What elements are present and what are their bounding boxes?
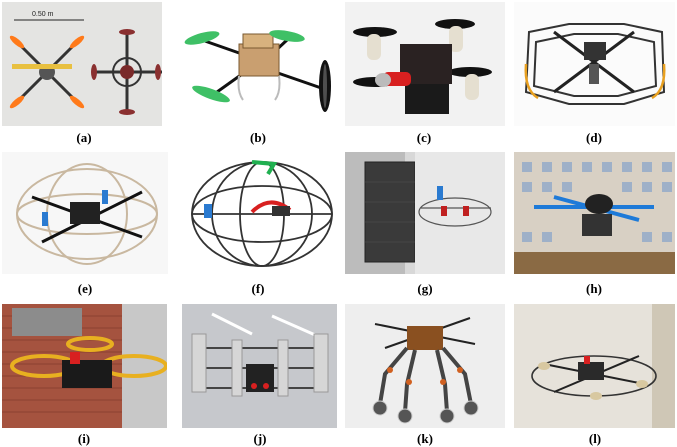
panel-j-caption: (j): [253, 431, 267, 446]
panel-f-caption: (f): [251, 281, 265, 296]
panel-e-photo: [2, 152, 168, 274]
panel-h-photo: [514, 152, 675, 274]
panel-k-caption: (k): [417, 431, 433, 446]
panel-d-caption: (d): [586, 130, 602, 145]
panel-a-photo: 0.50 m: [2, 2, 162, 126]
panel-b-caption: (b): [250, 130, 266, 145]
panel-d-photo: [514, 2, 675, 126]
panel-b-photo: [177, 2, 337, 126]
panel-g-caption: (g): [417, 281, 433, 296]
panel-i-caption: (i): [77, 431, 91, 446]
panel-h-caption: (h): [586, 281, 602, 296]
panel-c-photo: [345, 2, 505, 126]
scale-bar-label: 0.50 m: [32, 11, 54, 18]
panel-g-photo: [345, 152, 505, 274]
panel-l-photo: [514, 304, 675, 428]
panel-j-photo: [182, 304, 337, 428]
panel-a-caption: (a): [76, 130, 92, 145]
panel-f-photo: [182, 152, 337, 274]
panel-k-photo: [345, 304, 505, 428]
panel-l-caption: (l): [588, 431, 602, 446]
panel-i-photo: [2, 304, 167, 428]
panel-c-caption: (c): [416, 130, 432, 145]
panel-e-caption: (e): [77, 281, 93, 296]
